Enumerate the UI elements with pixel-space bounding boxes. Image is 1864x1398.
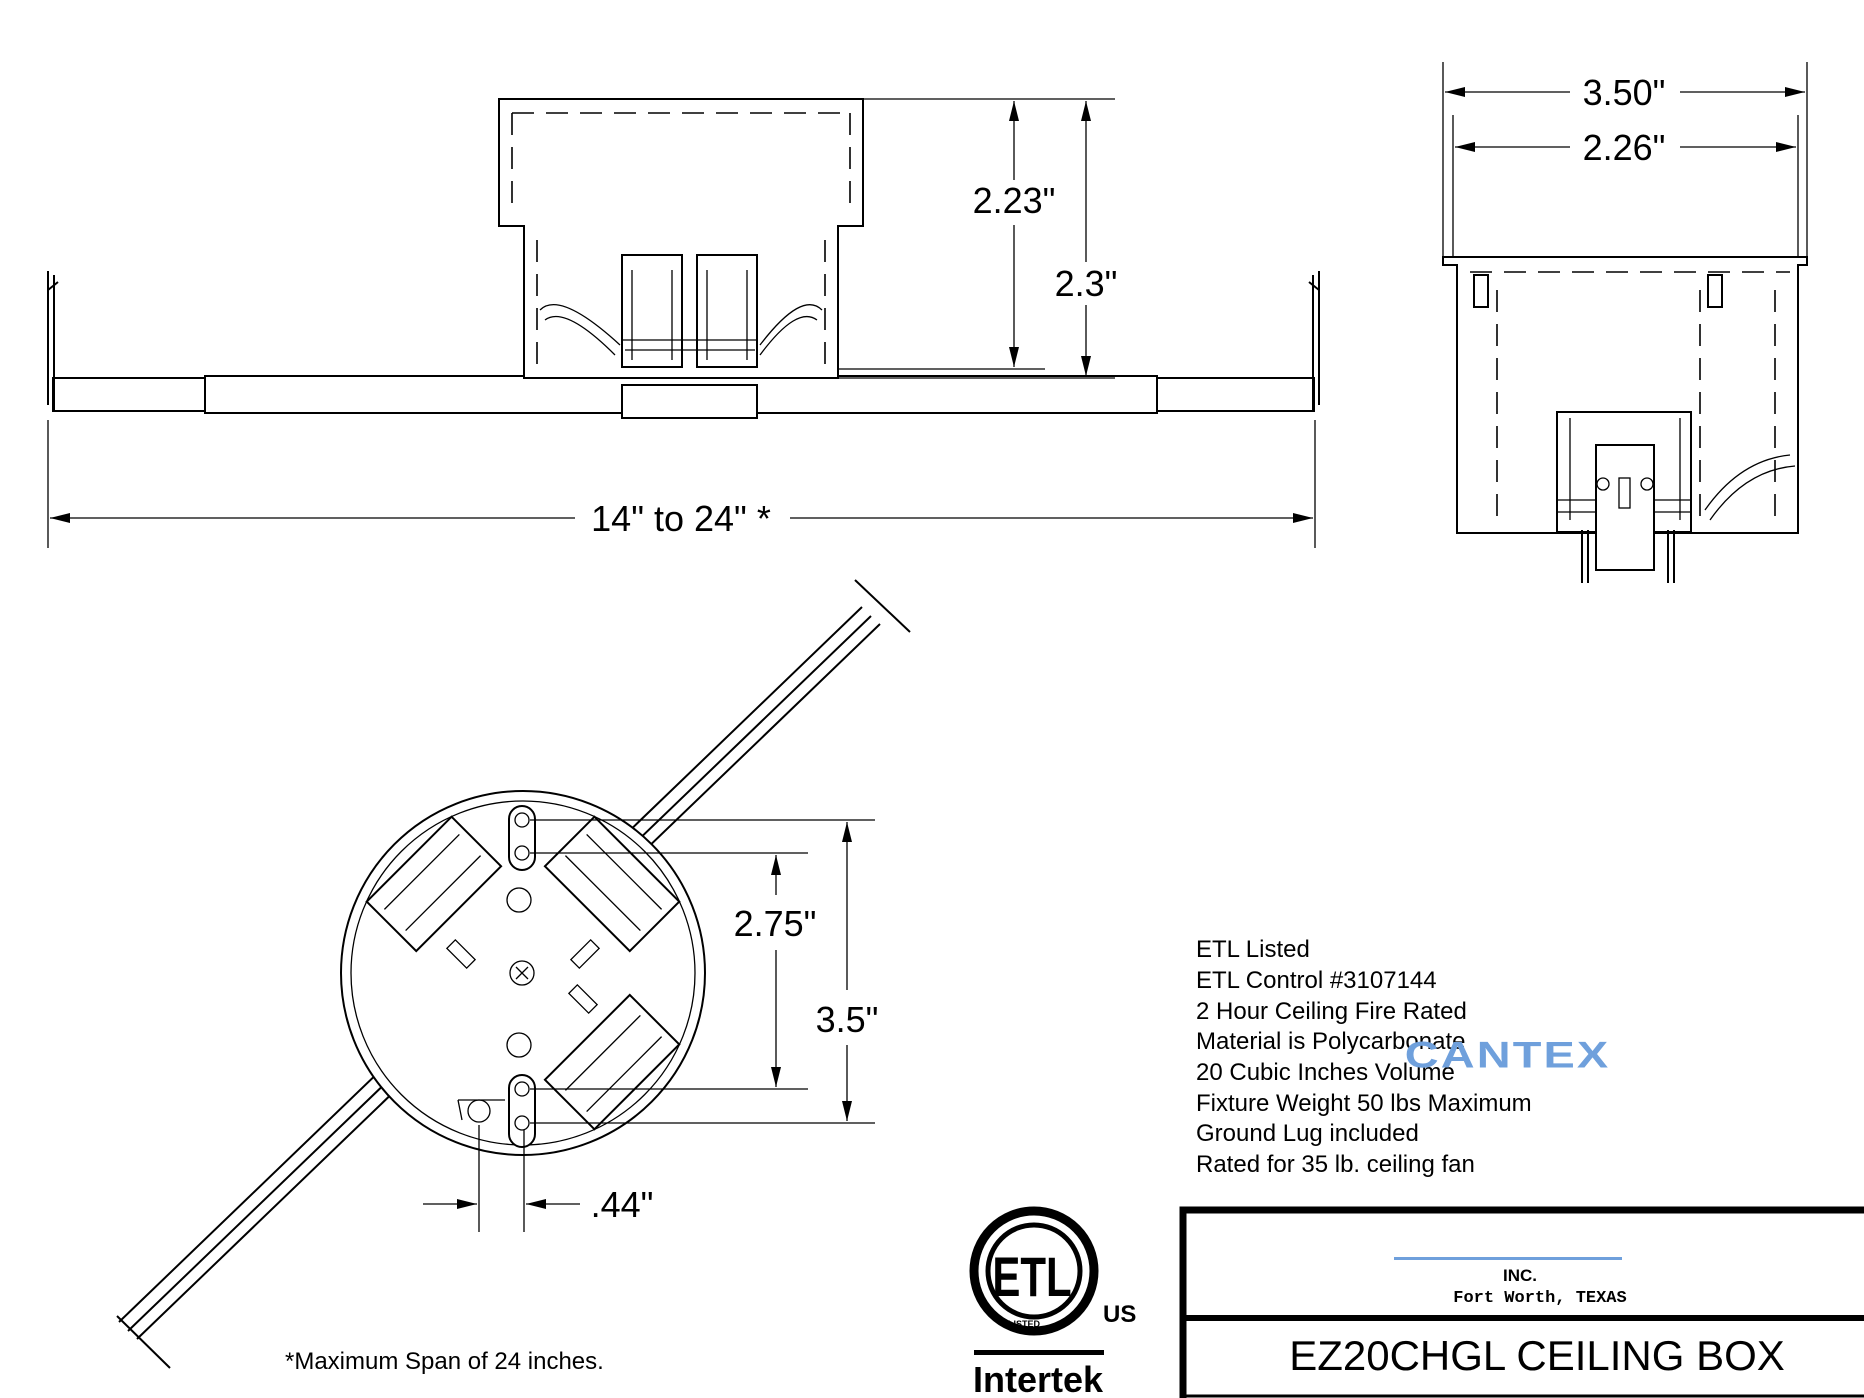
company-logo: CANTEX: [1405, 1034, 1611, 1075]
dim-span: 14" to 24" *: [591, 498, 771, 539]
company-suffix: INC.: [1503, 1266, 1537, 1285]
dim-mount-spacing-outer: 3.5": [816, 999, 879, 1040]
bar-end-top: [854, 579, 911, 633]
dim-outer-width: 3.50": [1583, 72, 1666, 113]
hanger-arm-right: [1308, 271, 1320, 411]
hanger-arm-left: [47, 271, 59, 411]
cable-clamps: [539, 254, 823, 368]
svg-text:Intertek: Intertek: [973, 1359, 1104, 1398]
spec-line: Ground Lug included: [1196, 1120, 1419, 1147]
elevation-view: 2.23" 2.3" 14" to 24" *: [47, 98, 1320, 548]
side-box-body: [1442, 256, 1808, 534]
svg-text:ETL: ETL: [992, 1246, 1071, 1308]
footnote: *Maximum Span of 24 inches.: [285, 1348, 604, 1375]
dim-mount-spacing-inner: 2.75": [734, 903, 817, 944]
screw-bottom: [506, 1032, 532, 1058]
spec-line: Fixture Weight 50 lbs Maximum: [1196, 1090, 1532, 1117]
svg-text:LISTED: LISTED: [1008, 1319, 1041, 1329]
spec-line: 2 Hour Ceiling Fire Rated: [1196, 998, 1467, 1025]
spec-line: 20 Cubic Inches Volume: [1196, 1059, 1455, 1086]
spec-list: ETL Listed ETL Control #3107144 2 Hour C…: [1196, 936, 1532, 1178]
dim-inner-height: 2.23": [973, 180, 1056, 221]
product-title: EZ20CHGL CEILING BOX: [1289, 1332, 1785, 1379]
plan-view: 2.75" 3.5" .44" *Maximum Span of 24 inch…: [116, 579, 911, 1375]
etl-listed-logo: ETL LISTED US Intertek: [969, 1206, 1136, 1398]
bracket: [621, 384, 758, 419]
screw-top: [506, 887, 532, 913]
dim-overall-height: 2.3": [1055, 263, 1118, 304]
dim-offset: .44": [591, 1184, 654, 1225]
dim-inner-width: 2.26": [1583, 127, 1666, 168]
company-location: Fort Worth, TEXAS: [1453, 1289, 1626, 1308]
spec-line: ETL Control #3107144: [1196, 967, 1437, 994]
cable-clamp-se: [543, 993, 681, 1131]
mounting-tab-bottom: [508, 1074, 536, 1148]
svg-text:US: US: [1103, 1301, 1136, 1328]
side-view: 3.50" 2.26": [1442, 62, 1808, 583]
spec-line: Rated for 35 lb. ceiling fan: [1196, 1151, 1475, 1178]
spec-line: Material is Polycarbonate: [1196, 1028, 1465, 1055]
center-screw: [509, 960, 535, 986]
spec-line: ETL Listed: [1196, 936, 1310, 963]
cable-clamp-nw: [365, 815, 503, 953]
bar-end-bottom: [116, 1315, 171, 1369]
cable-clamp-ne: [543, 815, 681, 953]
title-block: CANTEX INC. Fort Worth, TEXAS EZ20CHGL C…: [1179, 1034, 1864, 1398]
